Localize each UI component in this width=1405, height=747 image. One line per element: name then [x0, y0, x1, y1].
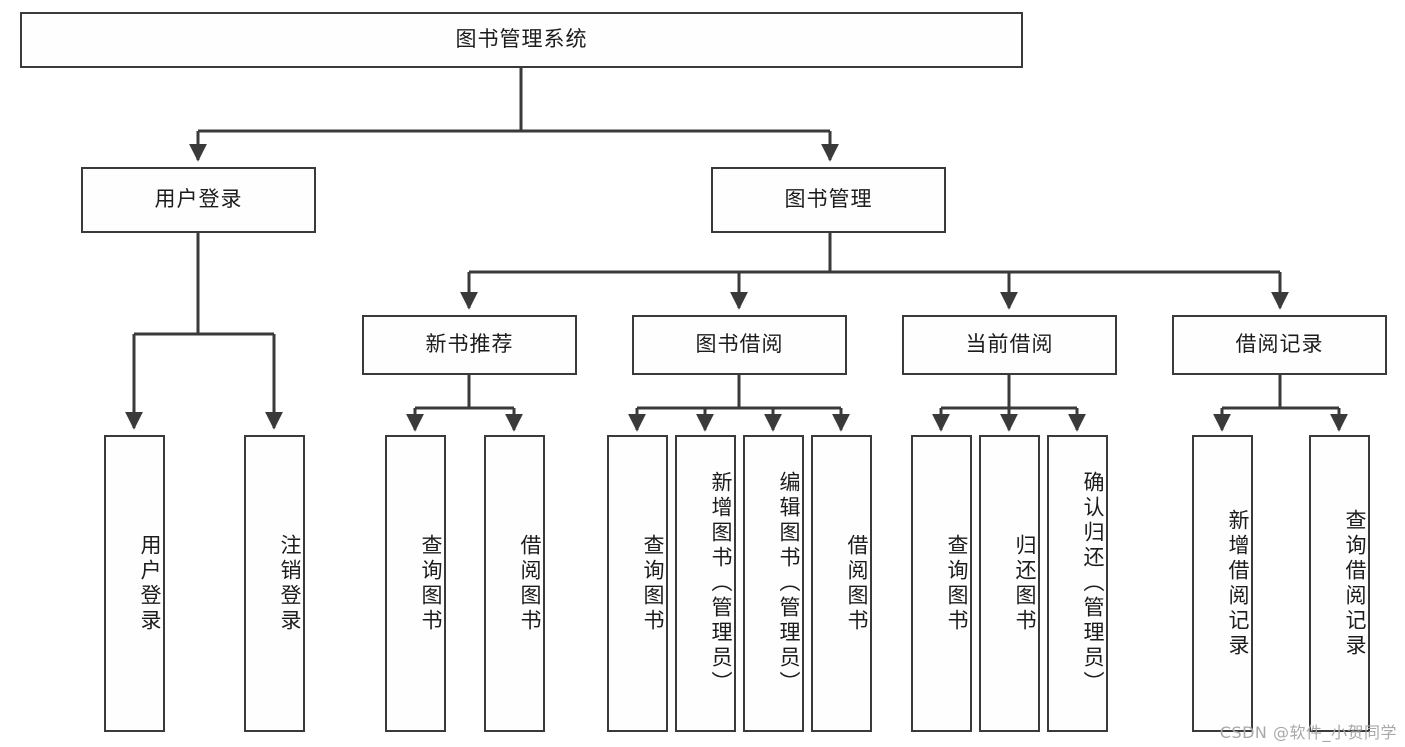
- csdn-watermark: CSDN @软件_小贺同学: [1219, 723, 1397, 742]
- node-user-login[interactable]: 用户登录: [81, 167, 316, 233]
- node-leaf-borrow-book-1[interactable]: 借阅图书: [484, 435, 545, 732]
- node-leaf-add-book[interactable]: 新增图书（管理员）: [675, 435, 736, 732]
- node-leaf-borrow-book-2[interactable]: 借阅图书: [811, 435, 872, 732]
- node-current-borrow[interactable]: 当前借阅: [902, 315, 1117, 375]
- node-label: 图书管理系统: [455, 27, 588, 52]
- node-leaf-query-book-1[interactable]: 查询图书: [385, 435, 446, 732]
- node-label: 新书推荐: [425, 332, 514, 357]
- node-label: 借阅图书: [518, 533, 542, 634]
- node-label: 借阅图书: [845, 533, 869, 634]
- node-leaf-return-book[interactable]: 归还图书: [979, 435, 1040, 732]
- node-label: 归还图书: [1013, 533, 1037, 634]
- node-leaf-user-login[interactable]: 用户登录: [104, 435, 165, 732]
- node-leaf-query-book-2[interactable]: 查询图书: [607, 435, 668, 732]
- node-leaf-edit-book[interactable]: 编辑图书（管理员）: [743, 435, 804, 732]
- node-new-book-recommend[interactable]: 新书推荐: [362, 315, 577, 375]
- node-label: 图书管理: [784, 187, 873, 212]
- node-label: 借阅记录: [1235, 332, 1324, 357]
- node-borrow-record[interactable]: 借阅记录: [1172, 315, 1387, 375]
- node-label: 查询借阅记录: [1343, 508, 1367, 659]
- node-label: 查询图书: [419, 533, 443, 634]
- node-label: 编辑图书（管理员）: [777, 471, 801, 696]
- node-leaf-query-record[interactable]: 查询借阅记录: [1309, 435, 1370, 732]
- node-leaf-logout-login[interactable]: 注销登录: [244, 435, 305, 732]
- node-label: 查询图书: [641, 533, 665, 634]
- node-book-management-system[interactable]: 图书管理系统: [20, 12, 1023, 68]
- node-book-management[interactable]: 图书管理: [711, 167, 946, 233]
- node-label: 新增借阅记录: [1226, 508, 1250, 659]
- node-label: 查询图书: [945, 533, 969, 634]
- node-label: 当前借阅: [965, 332, 1054, 357]
- node-label: 确认归还（管理员）: [1081, 471, 1105, 696]
- node-leaf-query-book-3[interactable]: 查询图书: [911, 435, 972, 732]
- node-leaf-confirm-return[interactable]: 确认归还（管理员）: [1047, 435, 1108, 732]
- node-label: 用户登录: [154, 187, 243, 212]
- node-leaf-add-record[interactable]: 新增借阅记录: [1192, 435, 1253, 732]
- node-label: 用户登录: [138, 533, 162, 634]
- node-label: 注销登录: [278, 533, 302, 634]
- node-label: 新增图书（管理员）: [709, 471, 733, 696]
- node-book-borrow[interactable]: 图书借阅: [632, 315, 847, 375]
- node-label: 图书借阅: [695, 332, 784, 357]
